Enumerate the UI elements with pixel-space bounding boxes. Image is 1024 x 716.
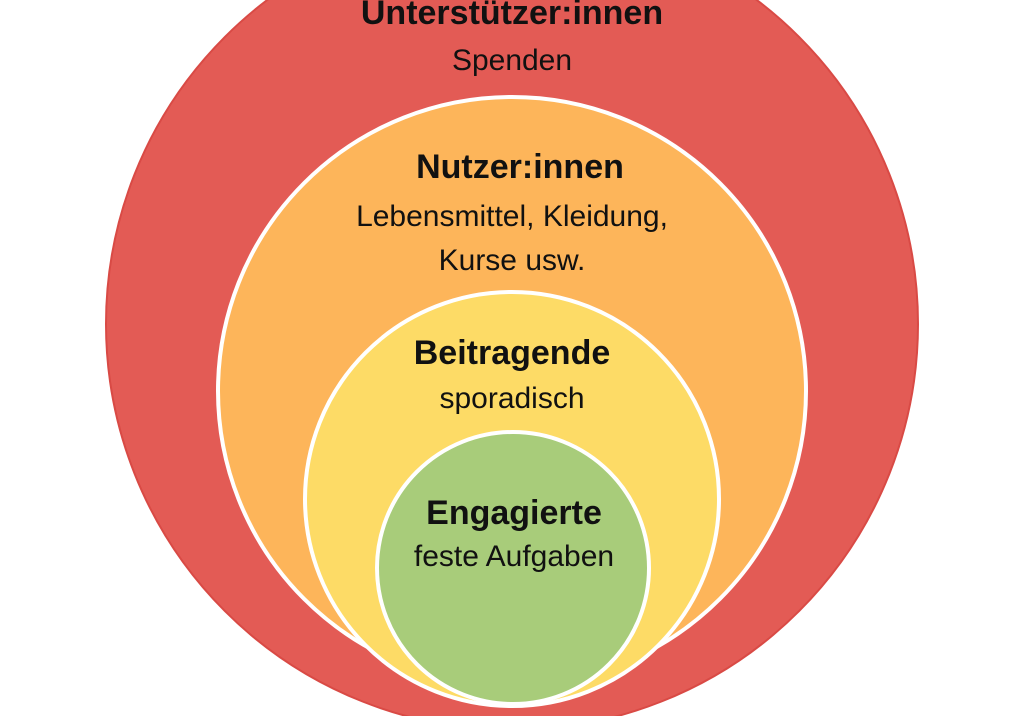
- supporters-subtitle: Spenden: [451, 44, 573, 77]
- contributors-subtitle: sporadisch: [439, 382, 585, 415]
- engaged-subtitle: feste Aufgaben: [413, 540, 615, 573]
- users-subtitle-2: Kurse usw.: [438, 244, 586, 277]
- users-subtitle: Lebensmittel, Kleidung,: [356, 200, 668, 233]
- users-title: Nutzer:innen: [416, 148, 624, 186]
- supporters-title: Unterstützer:innen: [360, 0, 664, 32]
- contributors-title: Beitragende: [413, 334, 611, 372]
- engaged-title: Engagierte: [426, 494, 602, 532]
- ring-engaged: [375, 430, 651, 706]
